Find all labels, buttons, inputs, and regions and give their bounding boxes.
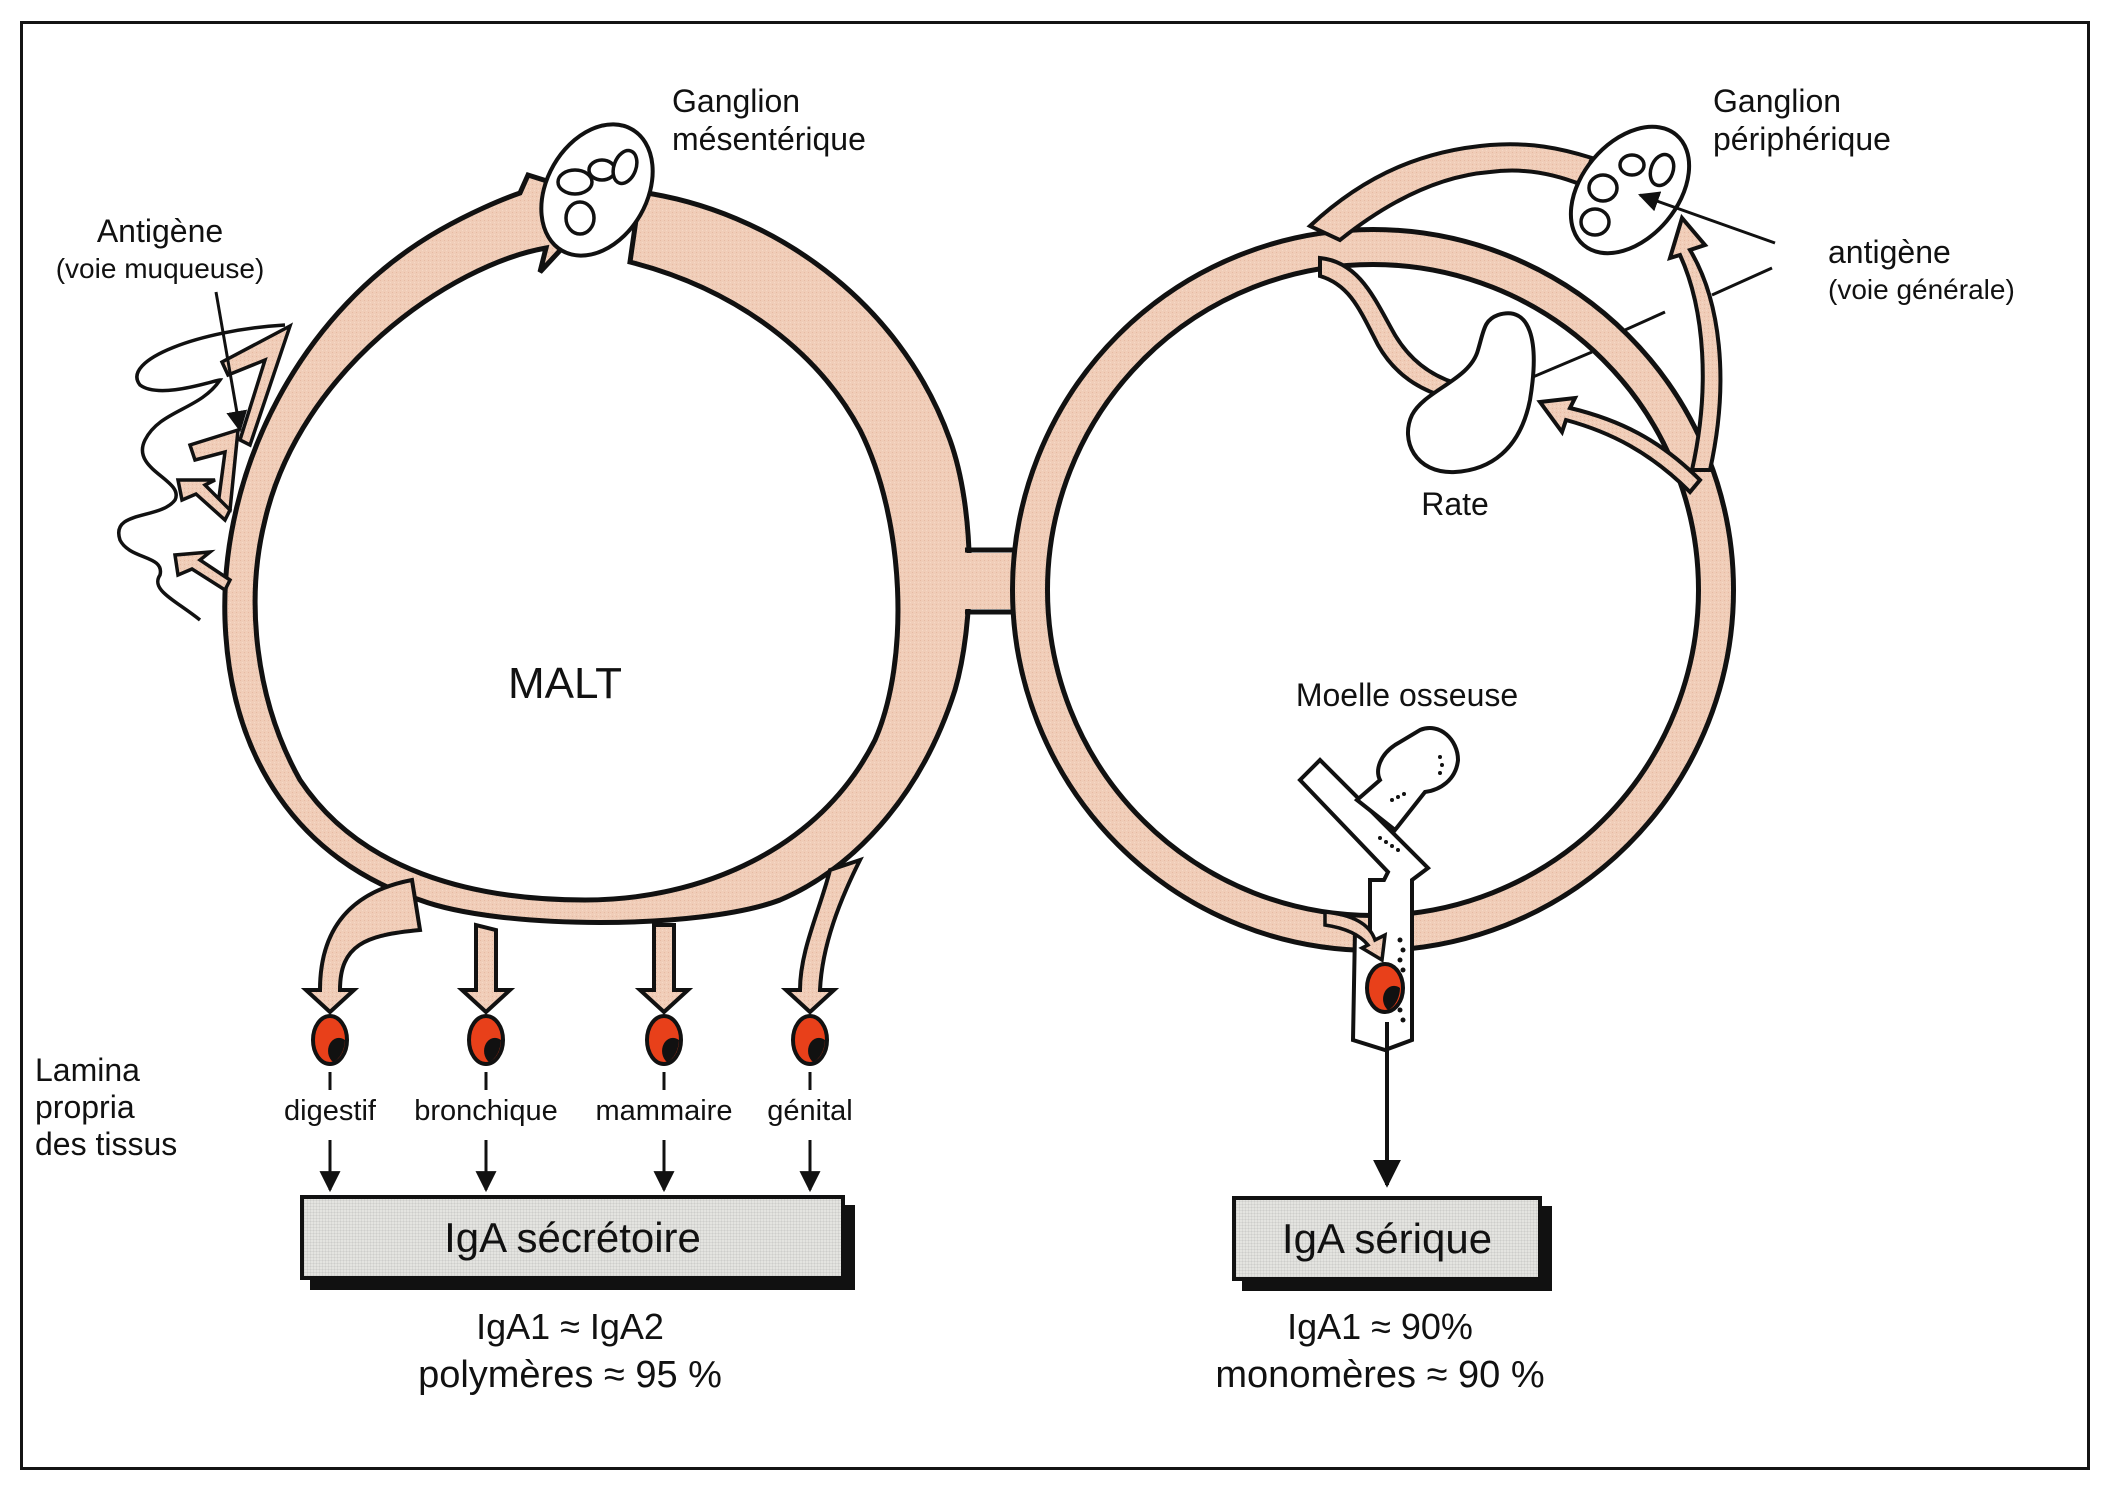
serum-iga-box: IgA sérique (1232, 1196, 1542, 1281)
secretory-iga-box: IgA sécrétoire (300, 1195, 845, 1280)
antigen-mucosal-arrow (214, 291, 248, 433)
secretory-iga-stats: IgA1 ≈ IgA2 polymères ≈ 95 % (418, 1306, 722, 1396)
mucosal-antigen-label: Antigène (voie muqueuse) (55, 213, 265, 284)
mesenteric-node-label: Ganglion mésentérique (672, 83, 866, 157)
branch-genital (780, 856, 864, 1015)
branch-to-peripheral-node (1306, 142, 1595, 243)
marrow-entry-arrow (1323, 910, 1388, 963)
serum-iga-stats: IgA1 ≈ 90% monomères ≈ 90 % (1215, 1306, 1545, 1396)
mucosa-branch-1 (219, 322, 294, 448)
figure-frame (20, 21, 2090, 1470)
target-label-genital: génital (767, 1095, 853, 1127)
target-label-mammaire: mammaire (595, 1095, 733, 1127)
general-antigen-label: antigène (voie générale) (1828, 234, 2015, 305)
plasma-cell-mammaire (645, 1014, 683, 1066)
target-label-bronchique: bronchique (414, 1095, 558, 1127)
tissue-branches (300, 856, 864, 1015)
antigen-general-dash-2 (1624, 310, 1666, 332)
branch-digestif (300, 877, 423, 1015)
bone-marrow-label: Moelle osseuse (1295, 677, 1519, 713)
secretory-iga-label: IgA sécrétoire (444, 1213, 701, 1261)
serum-iga-label: IgA sérique (1281, 1214, 1493, 1262)
branch-bronchique (456, 922, 516, 1015)
peripheral-lymph-node (1568, 124, 1692, 256)
plasma-cell-genital (791, 1014, 829, 1066)
mucosa-branch-4 (172, 549, 233, 593)
mucosa (116, 291, 294, 622)
plasma-cell-digestif (311, 1014, 349, 1066)
spleen-shape (1406, 311, 1536, 475)
plasma-cell-bronchique (467, 1014, 505, 1066)
malt-loop (222, 171, 1033, 925)
branch-mammaire (634, 923, 694, 1015)
mesenteric-lymph-node (539, 122, 655, 258)
plasma-cells-left (311, 1014, 829, 1066)
spleen-label: Rate (1421, 486, 1489, 522)
target-label-digestif: digestif (284, 1095, 376, 1127)
branch-to-spleen (1318, 255, 1458, 401)
malt-label: MALT (507, 659, 623, 708)
arrow-to-peripheral-node (1667, 213, 1723, 472)
antigen-general-dash-1 (1711, 266, 1773, 297)
malt-ring-band (222, 171, 972, 925)
arrow-to-spleen (1536, 395, 1703, 495)
secretion-arrows (319, 1072, 821, 1193)
mucosa-branch-3 (175, 478, 233, 523)
peripheral-node-label: Ganglion périphérique (1713, 83, 1891, 157)
bone-marrow-icon (1297, 726, 1461, 1053)
mucosa-outline (116, 323, 286, 622)
antigen-general-arrow-node (1638, 191, 1776, 245)
lamina-propria-label: Lamina propria des tissus (35, 1052, 178, 1162)
